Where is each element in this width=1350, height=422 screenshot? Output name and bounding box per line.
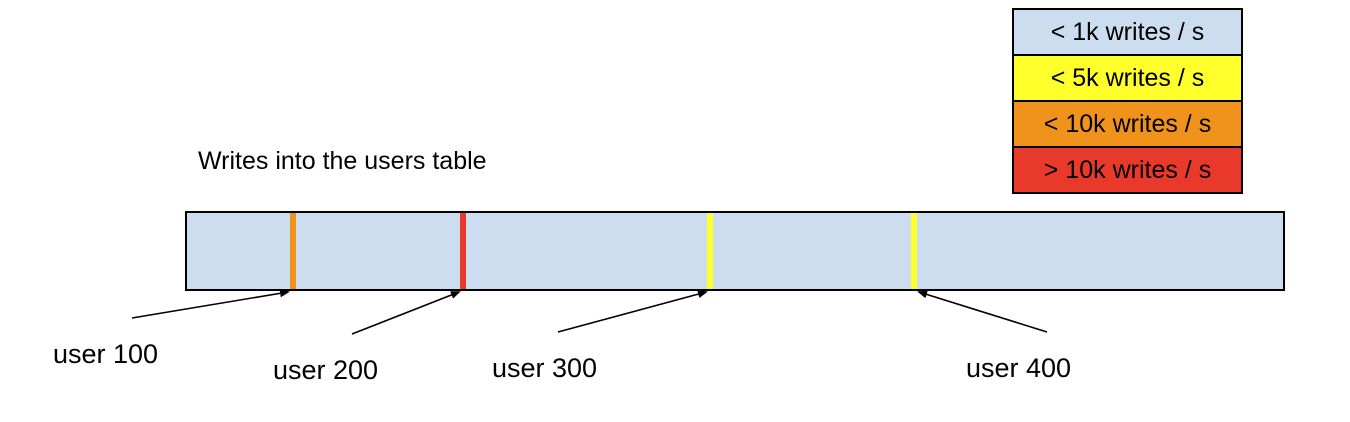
marker-user-300: [707, 213, 713, 289]
legend-item-lt-10k: < 10k writes / s: [1014, 102, 1241, 148]
legend: < 1k writes / s < 5k writes / s < 10k wr…: [1012, 8, 1243, 194]
marker-user-100: [290, 213, 296, 289]
marker-user-200: [460, 213, 466, 289]
label-user-200: user 200: [273, 355, 379, 385]
label-user-300: user 300: [492, 353, 598, 383]
arrow-user-100: [131, 289, 290, 319]
users-table-bar: [185, 211, 1285, 291]
legend-item-lt-5k: < 5k writes / s: [1014, 56, 1241, 102]
arrow-user-300: [557, 290, 708, 333]
legend-item-gt-10k: > 10k writes / s: [1014, 148, 1241, 192]
label-user-100: user 100: [53, 339, 159, 369]
marker-user-400: [911, 213, 917, 289]
diagram-title: Writes into the users table: [198, 147, 487, 175]
arrow-user-400: [917, 290, 1048, 333]
label-user-400: user 400: [966, 353, 1072, 383]
arrow-user-200: [351, 291, 461, 335]
legend-item-lt-1k: < 1k writes / s: [1014, 10, 1241, 56]
